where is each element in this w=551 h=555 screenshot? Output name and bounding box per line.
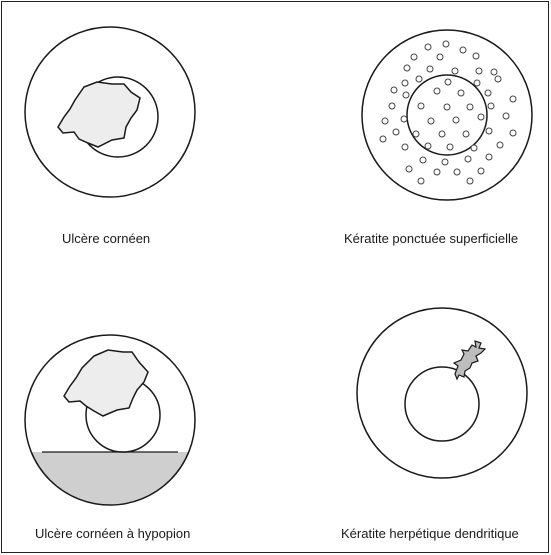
punctate-dot [458, 90, 464, 96]
panel-corneal-ulcer [25, 27, 195, 197]
punctate-dot [467, 178, 473, 184]
pupil-outline [405, 367, 479, 441]
punctate-dot [393, 129, 399, 135]
punctate-dot [402, 80, 408, 86]
punctate-dot [444, 104, 450, 110]
caption-herpetic-dendritic-keratitis: Kératite herpétique dendritique [341, 526, 519, 541]
dendritic-lesion [454, 341, 485, 379]
punctate-dot [497, 142, 503, 148]
punctate-dot [478, 114, 484, 120]
punctate-dot [443, 41, 449, 47]
punctate-dot [473, 53, 479, 59]
punctate-dot [486, 128, 492, 134]
panel-herpetic-dendritic-keratitis [357, 308, 527, 478]
punctate-dot [510, 130, 516, 136]
punctate-dot [486, 154, 492, 160]
punctate-dot [402, 144, 408, 150]
punctate-dot [463, 131, 469, 137]
punctate-dot [471, 145, 477, 151]
cornea-outline [357, 308, 527, 478]
punctate-dot [406, 166, 412, 172]
punctate-dot [420, 157, 426, 163]
punctate-dot [488, 103, 494, 109]
punctate-dot [454, 169, 460, 175]
punctate-dot [382, 118, 388, 124]
punctate-dot [418, 178, 424, 184]
hypopion-level [20, 452, 200, 512]
punctate-dot [503, 113, 509, 119]
punctate-dot [413, 131, 419, 137]
punctate-dot [411, 54, 417, 60]
punctate-dot [425, 44, 431, 50]
punctate-dot [404, 65, 410, 71]
ulcer-lesion [58, 82, 140, 147]
punctate-dot [447, 144, 453, 150]
caption-superficial-punctate-keratitis: Kératite ponctuée superficielle [344, 231, 518, 246]
caption-corneal-ulcer: Ulcère cornéen [62, 231, 150, 246]
punctate-dot [445, 79, 451, 85]
ulcer-lesion [64, 350, 148, 416]
punctate-dot [416, 76, 422, 82]
punctate-dot [403, 92, 409, 98]
punctate-dot [474, 80, 480, 86]
punctate-dot [452, 68, 458, 74]
punctate-dot [427, 66, 433, 72]
punctate-dot [442, 159, 448, 165]
punctate-dot [495, 76, 501, 82]
punctate-dot [439, 131, 445, 137]
panel-superficial-punctate-keratitis [362, 30, 532, 200]
punctate-dot [391, 87, 397, 93]
punctate-dot [510, 96, 516, 102]
punctate-dot [425, 143, 431, 149]
punctate-dots [380, 41, 516, 184]
punctate-dot [380, 136, 386, 142]
punctate-dot [401, 116, 407, 122]
punctate-dot [434, 169, 440, 175]
punctate-dot [476, 68, 482, 74]
pupil-outline [407, 75, 487, 155]
punctate-dot [418, 103, 424, 109]
punctate-dot [428, 118, 434, 124]
punctate-dot [460, 47, 466, 53]
punctate-dot [467, 104, 473, 110]
caption-corneal-ulcer-hypopion: Ulcère cornéen à hypopion [35, 526, 190, 541]
punctate-dot [453, 117, 459, 123]
punctate-dot [389, 103, 395, 109]
punctate-dot [434, 88, 440, 94]
punctate-dot [491, 69, 497, 75]
punctate-dot [465, 156, 471, 162]
punctate-dot [478, 168, 484, 174]
punctate-dot [437, 54, 443, 60]
panel-corneal-ulcer-hypopion [20, 335, 200, 512]
punctate-dot [485, 90, 491, 96]
